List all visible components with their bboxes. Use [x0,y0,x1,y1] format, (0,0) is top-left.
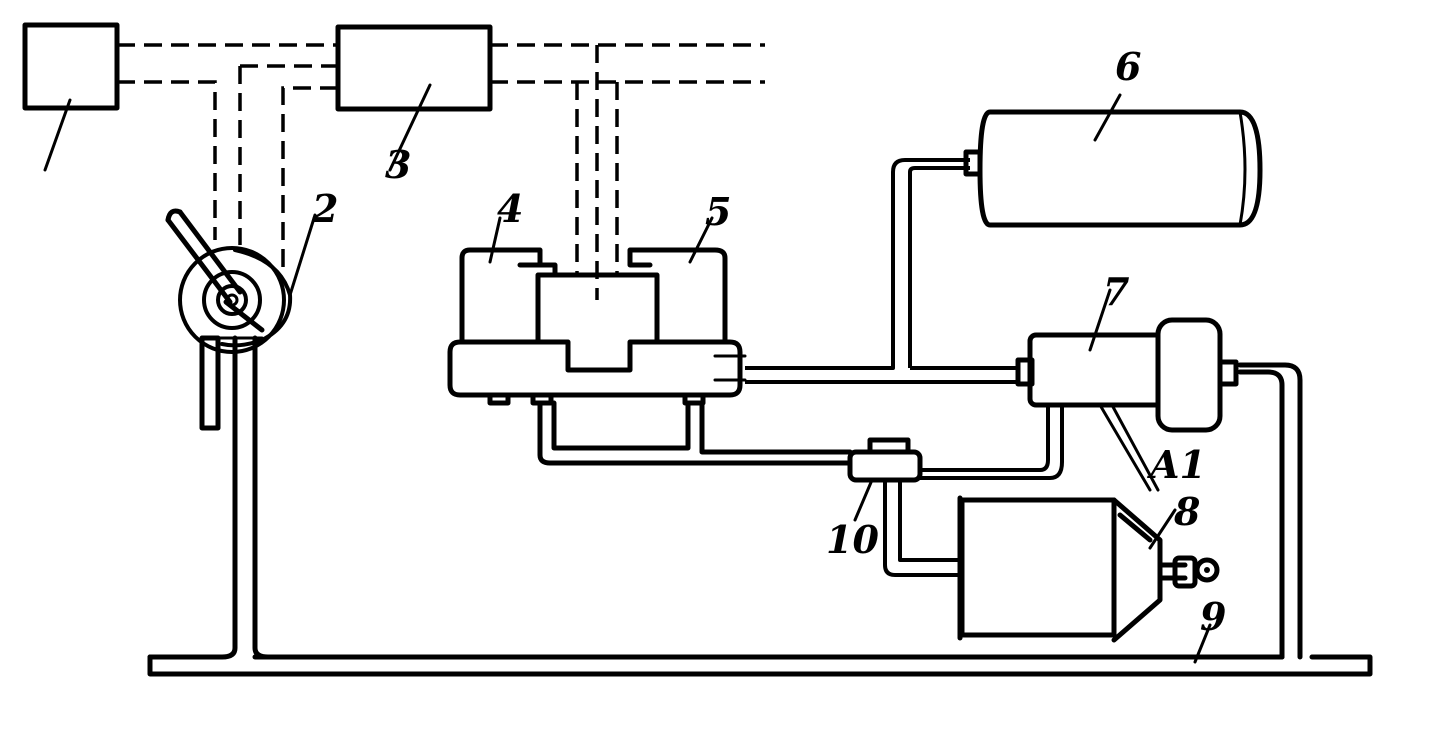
label-9: 9 [1200,594,1226,639]
brake-valve-2 [147,208,293,660]
label-10: 10 [826,517,879,562]
label-8: 8 [1173,489,1200,534]
component-labels: 2 3 4 5 6 7 8 9 10 A1 [311,44,1226,639]
air-pipes [745,158,1020,384]
unit-1-box [22,22,120,111]
air-reservoir-6 [963,109,1263,228]
valve-10 [847,437,958,577]
valve-block-4-5 [447,247,853,466]
label-3: 3 [385,142,411,187]
label-4: 4 [497,186,523,231]
base-frame-9 [147,362,1373,677]
label-2: 2 [311,186,338,231]
label-6: 6 [1115,44,1141,89]
label-a1: A1 [1147,442,1206,487]
brake-chamber-7 [915,317,1239,492]
brake-actuator-8 [957,495,1220,643]
label-leaders [43,83,1212,664]
label-5: 5 [705,189,731,234]
unit-3-box [335,24,493,112]
label-7: 7 [1103,269,1129,314]
